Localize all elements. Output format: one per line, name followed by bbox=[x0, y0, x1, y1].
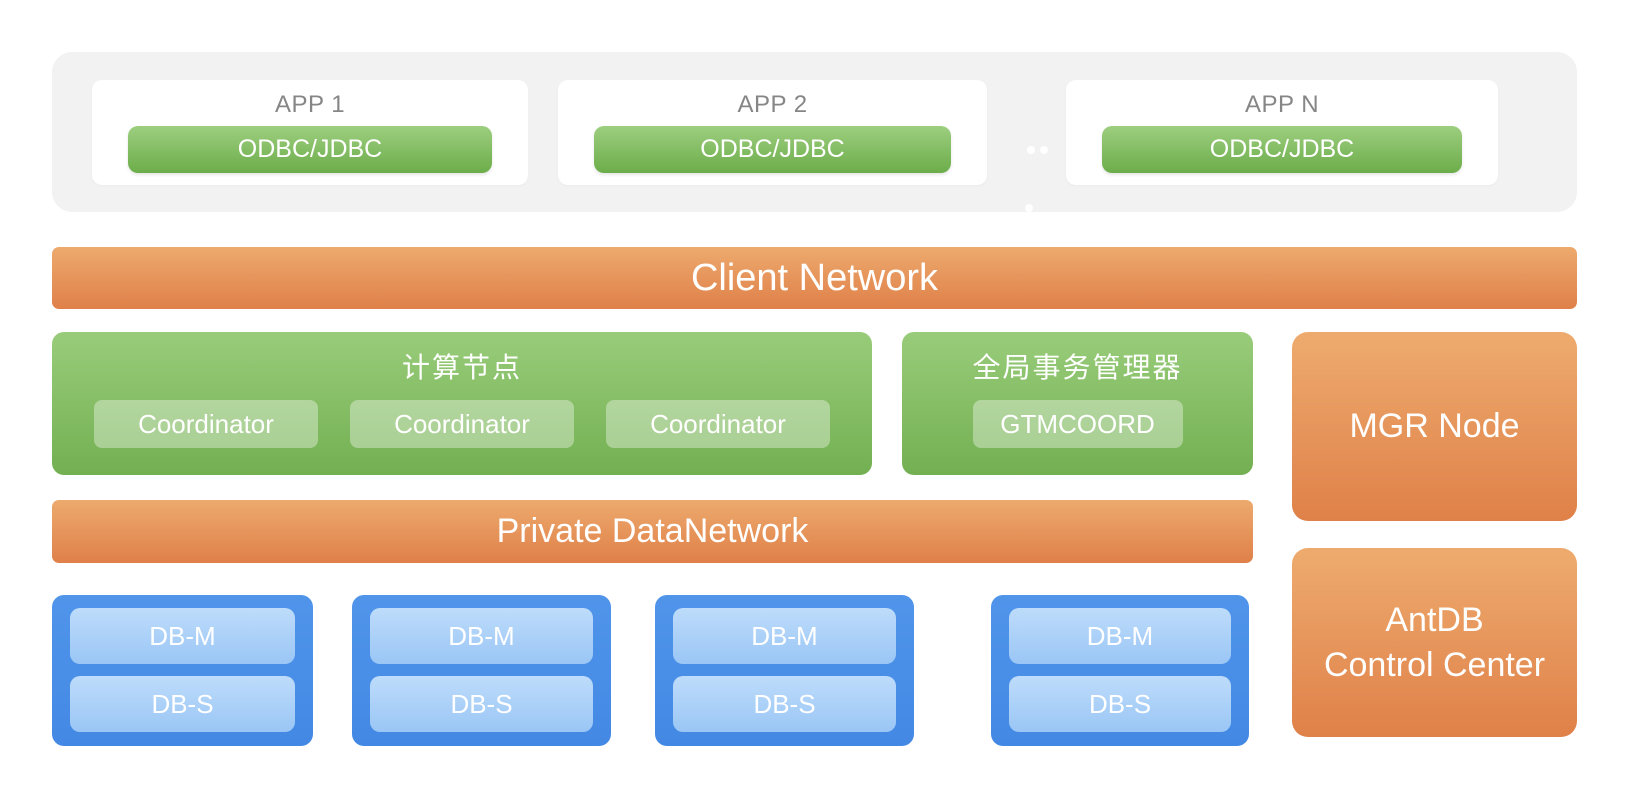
mgr-node-label: MGR Node bbox=[1349, 407, 1520, 446]
app-card-2: APP 2 ODBC/JDBC bbox=[558, 80, 987, 185]
db-group-1: DB-M DB-S bbox=[52, 595, 313, 746]
app-card-n: APP N ODBC/JDBC bbox=[1066, 80, 1498, 185]
gtm-title: 全局事务管理器 bbox=[972, 352, 1183, 383]
client-network-bar: Client Network bbox=[52, 247, 1577, 309]
ellipsis-dot-icon bbox=[1027, 146, 1035, 154]
db-group-2: DB-M DB-S bbox=[352, 595, 611, 746]
coordinator-node: Coordinator bbox=[606, 400, 830, 448]
private-datanetwork-bar: Private DataNetwork bbox=[52, 500, 1253, 563]
app-title: APP 1 bbox=[274, 91, 346, 118]
compute-node-box: 计算节点 Coordinator Coordinator Coordinator bbox=[52, 332, 872, 475]
app-title: APP N bbox=[1244, 91, 1320, 118]
gtmcoord-node: GTMCOORD bbox=[972, 400, 1183, 448]
db-standby-node: DB-S bbox=[673, 676, 896, 732]
app-card-1: APP 1 ODBC/JDBC bbox=[92, 80, 528, 185]
db-master-node: DB-M bbox=[370, 608, 593, 664]
ellipsis-dot-icon bbox=[1040, 146, 1048, 154]
odbc-jdbc-badge: ODBC/JDBC bbox=[1102, 126, 1462, 173]
antdb-label-line1: AntDB bbox=[1385, 601, 1484, 640]
db-group-4: DB-M DB-S bbox=[991, 595, 1249, 746]
coordinator-node: Coordinator bbox=[94, 400, 318, 448]
mgr-node-box: MGR Node bbox=[1292, 332, 1577, 521]
compute-node-title: 计算节点 bbox=[401, 352, 522, 383]
app-title: APP 2 bbox=[737, 91, 808, 118]
db-standby-node: DB-S bbox=[370, 676, 593, 732]
coordinator-row: Coordinator Coordinator Coordinator bbox=[52, 400, 872, 448]
db-master-node: DB-M bbox=[70, 608, 295, 664]
gtm-box: 全局事务管理器 GTMCOORD bbox=[902, 332, 1253, 475]
client-network-label: Client Network bbox=[690, 256, 939, 299]
coordinator-node: Coordinator bbox=[350, 400, 574, 448]
odbc-jdbc-badge: ODBC/JDBC bbox=[594, 126, 951, 173]
db-master-node: DB-M bbox=[673, 608, 896, 664]
db-master-node: DB-M bbox=[1009, 608, 1231, 664]
private-datanetwork-label: Private DataNetwork bbox=[496, 512, 809, 550]
antdb-label-line2: Control Center bbox=[1323, 645, 1546, 684]
db-group-3: DB-M DB-S bbox=[655, 595, 914, 746]
db-standby-node: DB-S bbox=[70, 676, 295, 732]
antdb-control-center-box: AntDB Control Center bbox=[1292, 548, 1577, 737]
odbc-jdbc-badge: ODBC/JDBC bbox=[128, 126, 492, 173]
ellipsis-dot-icon bbox=[1025, 204, 1033, 212]
db-standby-node: DB-S bbox=[1009, 676, 1231, 732]
app-layer-container: APP 1 ODBC/JDBC APP 2 ODBC/JDBC APP N OD… bbox=[52, 52, 1577, 212]
